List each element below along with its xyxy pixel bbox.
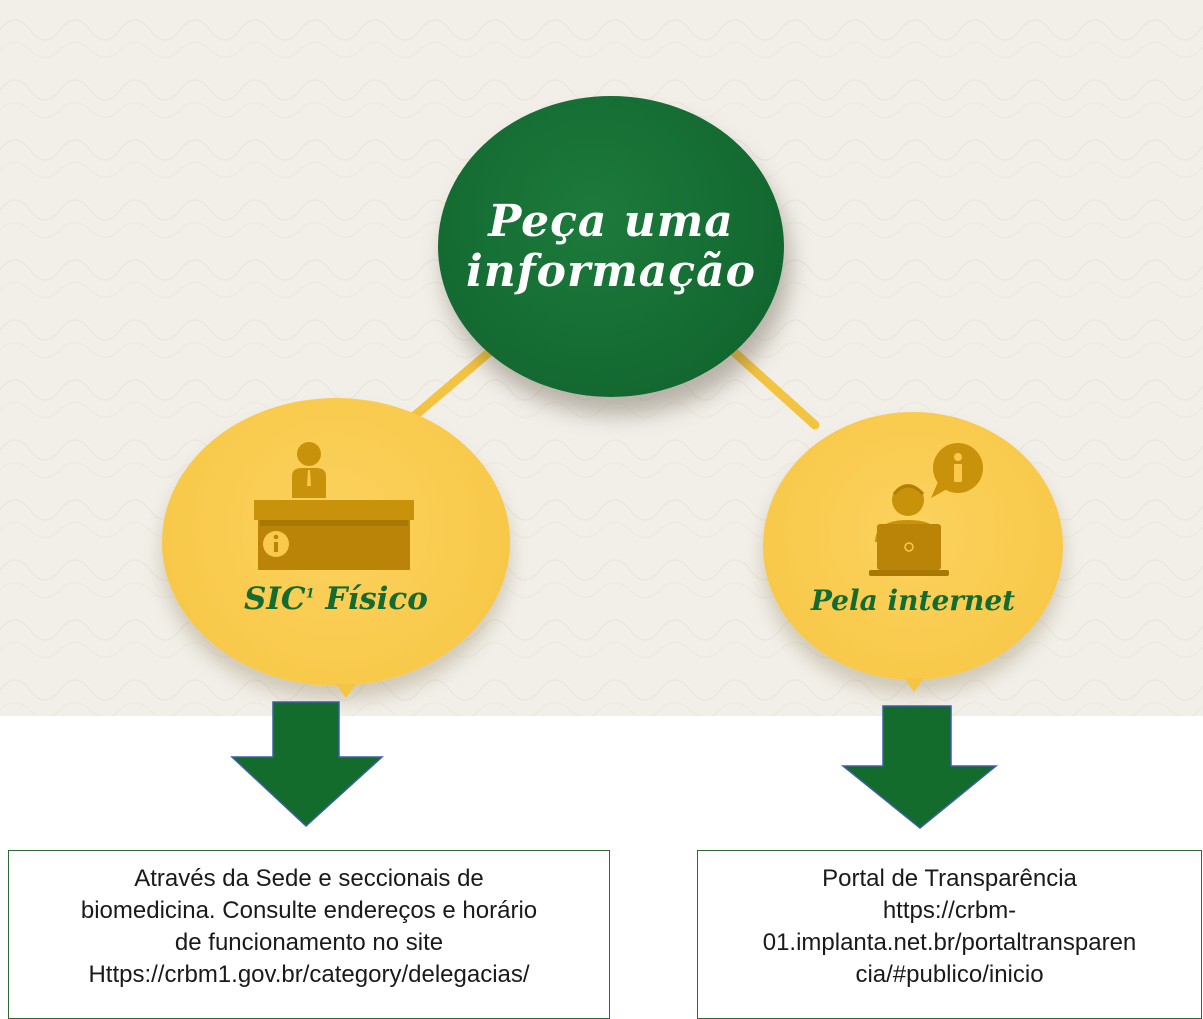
text-line: Através da Sede e seccionais de: [134, 865, 484, 892]
pela-internet-description: Portal de Transparência https://crbm- 01…: [697, 850, 1202, 1019]
delegacias-url: Https://crbm1.gov.br/category/delegacias…: [88, 961, 530, 988]
center-node: Peça uma informação: [438, 96, 784, 397]
sic-fisico-label: SIC1 Físico: [162, 581, 510, 617]
footnote-mark: 1: [305, 586, 315, 602]
portal-url-part: 01.implanta.net.br/portaltransparen: [762, 929, 1137, 956]
text-line: biomedicina. Consulte endereços e horári…: [80, 897, 538, 924]
connector-lines: [407, 338, 820, 430]
portal-url-part: https://crbm-: [882, 897, 1017, 924]
arrow-down-left-icon: [230, 701, 384, 828]
portal-url-part: cia/#publico/inicio: [855, 961, 1044, 988]
pela-internet-label: Pela internet: [810, 584, 1016, 617]
desk-info-icon: [254, 442, 414, 570]
fisico-label: Físico: [325, 581, 428, 617]
center-title-line1: Peça uma: [488, 195, 734, 247]
text-line: Portal de Transparência: [822, 865, 1077, 892]
right-node-tail: [904, 678, 924, 692]
left-node-tail: [336, 684, 356, 698]
sic-fisico-node: SIC1 Físico: [162, 398, 510, 686]
laptop-user-info-icon: [869, 443, 983, 576]
arrow-down-right-icon: [840, 705, 999, 829]
pela-internet-node: Pela internet: [763, 412, 1063, 680]
connector-right: [719, 338, 820, 430]
connector-left: [407, 338, 505, 423]
sic-fisico-description: Através da Sede e seccionais de biomedic…: [8, 850, 610, 1019]
text-line: de funcionamento no site: [174, 929, 444, 956]
sic-label: SIC: [244, 581, 306, 617]
center-title-line2: informação: [466, 245, 756, 297]
